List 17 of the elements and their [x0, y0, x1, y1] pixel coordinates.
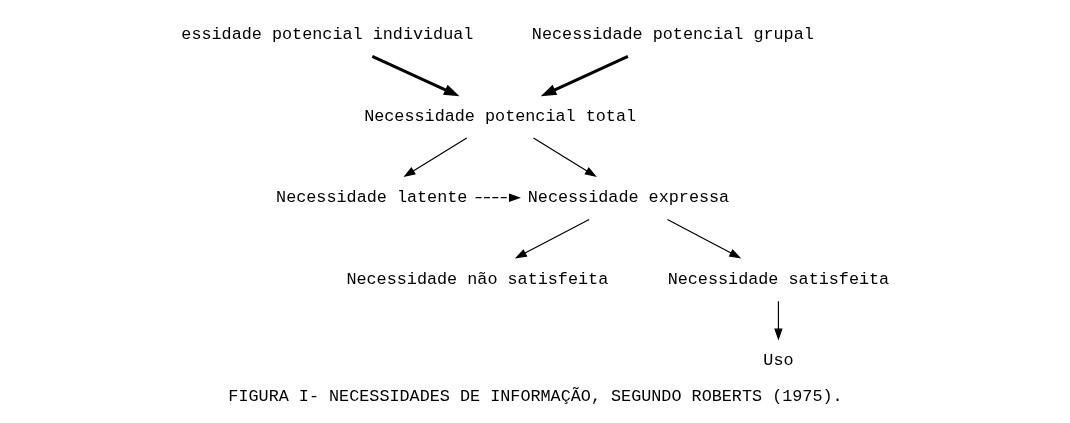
arrow	[773, 300, 783, 341]
node-text: Necessidade potencial total	[363, 106, 636, 126]
node-text: Necessidade latente	[275, 188, 467, 208]
node-text: Necessidade satisfeita	[667, 269, 889, 289]
arrow	[402, 137, 467, 177]
node-text: essidade potencial individual	[180, 24, 473, 44]
node-text: Necessidade expressa	[527, 188, 729, 208]
arrow	[474, 193, 521, 202]
arrow	[371, 55, 460, 97]
node-text: Necessidade não satisfeita	[345, 269, 608, 289]
node-text: Necessidade potencial grupal	[531, 24, 814, 44]
arrow	[532, 137, 597, 177]
arrow	[540, 55, 629, 97]
arrow	[514, 218, 590, 259]
node-text: Uso	[762, 351, 794, 371]
arrow	[666, 218, 741, 259]
caption: FIGURA I- NECESSIDADES DE INFORMAÇÃO, SEGUNDO ROBERTS (1975).	[227, 386, 843, 406]
